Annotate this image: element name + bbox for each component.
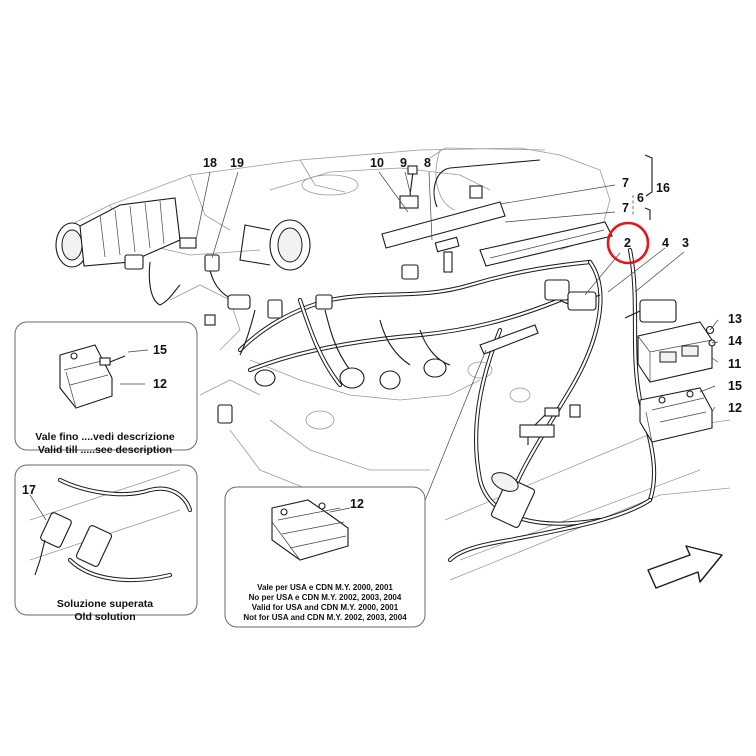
callout-16: 16: [656, 181, 670, 195]
callout-4: 4: [662, 236, 669, 250]
callout-2: 2: [624, 236, 631, 250]
ecu-unit: [637, 321, 716, 383]
inset-usa-cdn: 12 Vale per USA e CDN M.Y. 2000, 2001 No…: [224, 486, 426, 628]
callout-7-upper: 7: [622, 176, 629, 190]
inset-old-solution: 17 Soluzione superata Old solution: [14, 464, 198, 623]
callout-15: 15: [728, 379, 742, 393]
callout-numbers: 18 19 10 9 8 7 6 16 7 2 4 3 13 14 11 15 …: [203, 156, 742, 519]
inset-valid-till-caption-line2: Valid till .....see description: [38, 444, 172, 456]
inset-old-solution-caption-line1: Soluzione superata: [57, 598, 153, 610]
wiring-harness: [148, 247, 657, 563]
ignition-coils: [124, 237, 677, 528]
callout-13: 13: [728, 312, 742, 326]
inset-valid-till: 15 12 Vale fino ....vedi descrizione Val…: [14, 321, 198, 456]
callout-18: 18: [203, 156, 217, 170]
callout-6: 6: [637, 191, 644, 205]
ecu-bracket: [639, 387, 713, 443]
arrow-right-outline-icon: [647, 545, 723, 589]
inset-valid-till-callout-15: 15: [153, 343, 167, 357]
throttle-body-intake: [55, 197, 311, 271]
callout-3: 3: [682, 236, 689, 250]
inset-valid-till-callout-12: 12: [153, 377, 167, 391]
inset-usa-caption-line3: Valid for USA and CDN M.Y. 2000, 2001: [252, 603, 399, 612]
inset-old-solution-caption-line2: Old solution: [74, 611, 135, 623]
fuel-rail: [381, 159, 613, 273]
inset-usa-caption-line4: Not for USA and CDN M.Y. 2002, 2003, 200…: [243, 613, 407, 622]
callout-10: 10: [370, 156, 384, 170]
inset-old-solution-callout-17: 17: [22, 483, 36, 497]
callout-8: 8: [424, 156, 431, 170]
inset-valid-till-caption-line1: Vale fino ....vedi descrizione: [35, 431, 175, 443]
callout-7-lower: 7: [622, 201, 629, 215]
callout-12: 12: [728, 401, 742, 415]
inset-usa-callout-12: 12: [350, 497, 364, 511]
callout-14: 14: [728, 334, 742, 348]
callout-9: 9: [400, 156, 407, 170]
leader-lines: [195, 154, 719, 509]
inset-usa-caption-line2: No per USA e CDN M.Y. 2002, 2003, 2004: [249, 593, 402, 602]
inset-usa-caption-line1: Vale per USA e CDN M.Y. 2000, 2001: [257, 583, 393, 592]
callout-19: 19: [230, 156, 244, 170]
red-circle-highlight-icon: [606, 221, 650, 265]
callout-11: 11: [728, 357, 741, 371]
